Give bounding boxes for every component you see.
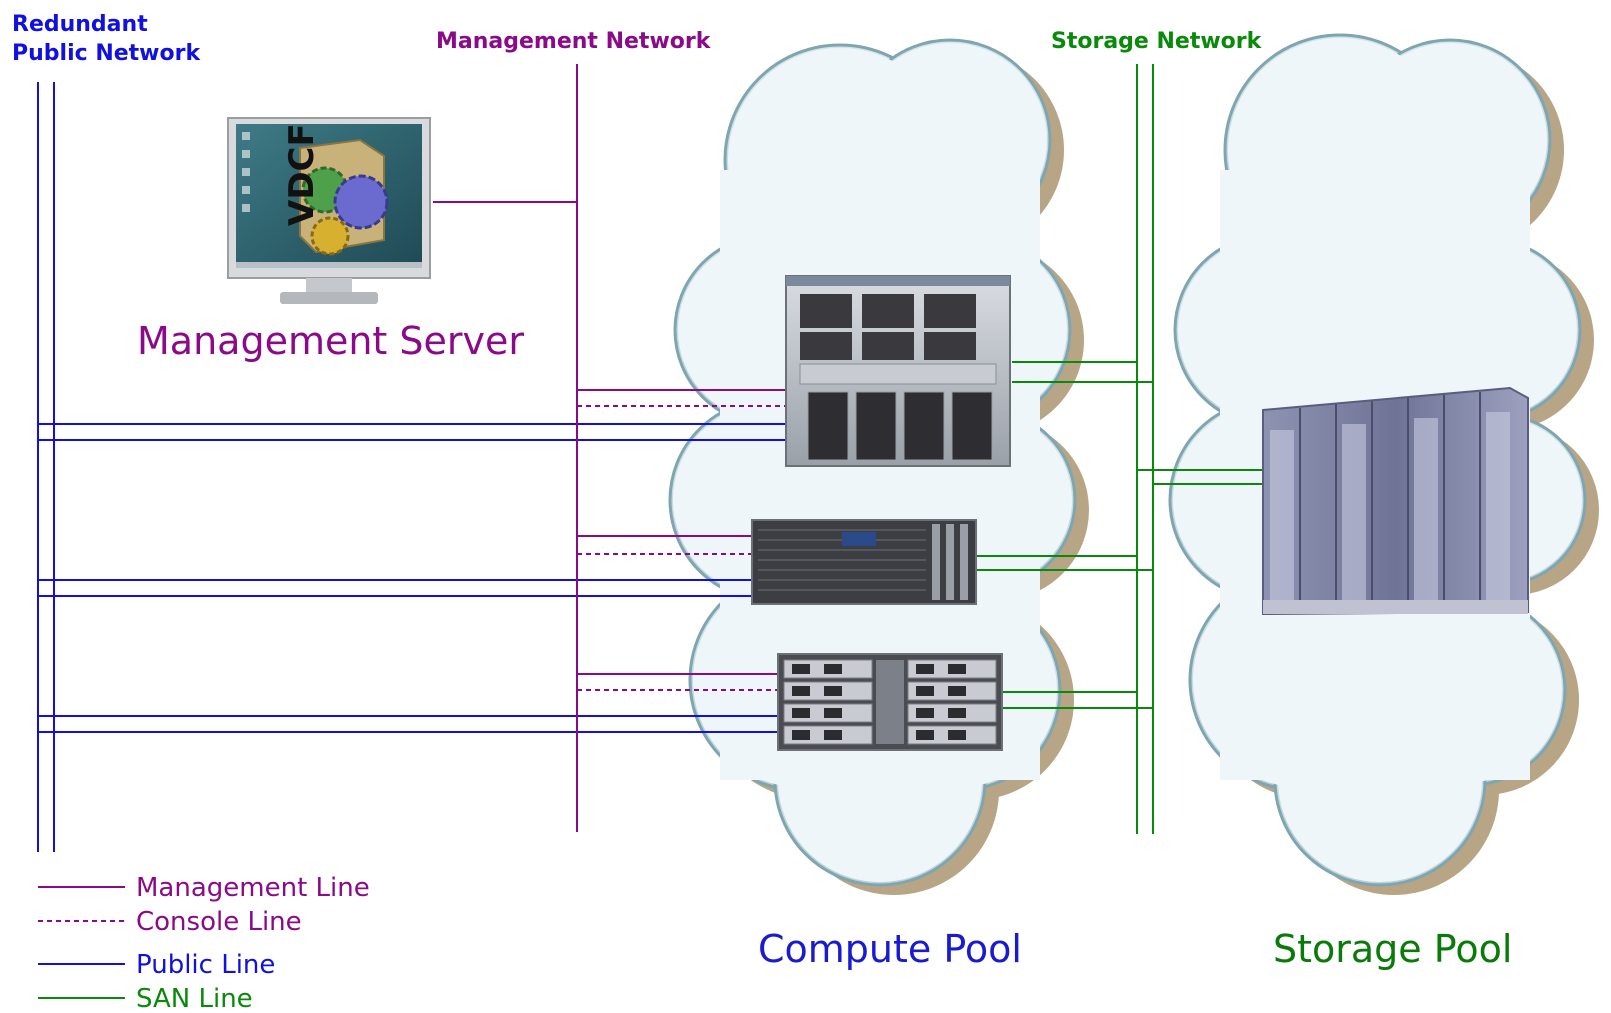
legend-public-label: Public Line (136, 950, 275, 980)
compute-server-2 (751, 519, 977, 605)
public-network-title-line1: Redundant (12, 12, 148, 37)
management-server-monitor: VDCF (227, 117, 431, 304)
console-lines (577, 405, 786, 691)
legend-console-label: Console Line (136, 907, 302, 937)
san-network-lines (976, 64, 1263, 834)
public-network-title-line2: Public Network (12, 41, 201, 66)
storage-pool-label: Storage Pool (1273, 927, 1512, 971)
legend: Management Line Console Line Public Line… (38, 873, 370, 1013)
management-server-label: Management Server (137, 319, 524, 363)
legend-san-label: SAN Line (136, 984, 253, 1013)
compute-pool-label: Compute Pool (758, 927, 1022, 971)
storage-array (1262, 386, 1529, 616)
legend-management-label: Management Line (136, 873, 370, 903)
management-network-lines (433, 64, 786, 832)
compute-pool-cloud (668, 38, 1089, 895)
management-network-title: Management Network (436, 29, 712, 54)
storage-network-title: Storage Network (1051, 29, 1263, 54)
public-network-lines (37, 82, 786, 852)
vdcf-label: VDCF (282, 123, 322, 226)
compute-server-1 (785, 275, 1011, 467)
compute-server-3 (777, 653, 1003, 751)
